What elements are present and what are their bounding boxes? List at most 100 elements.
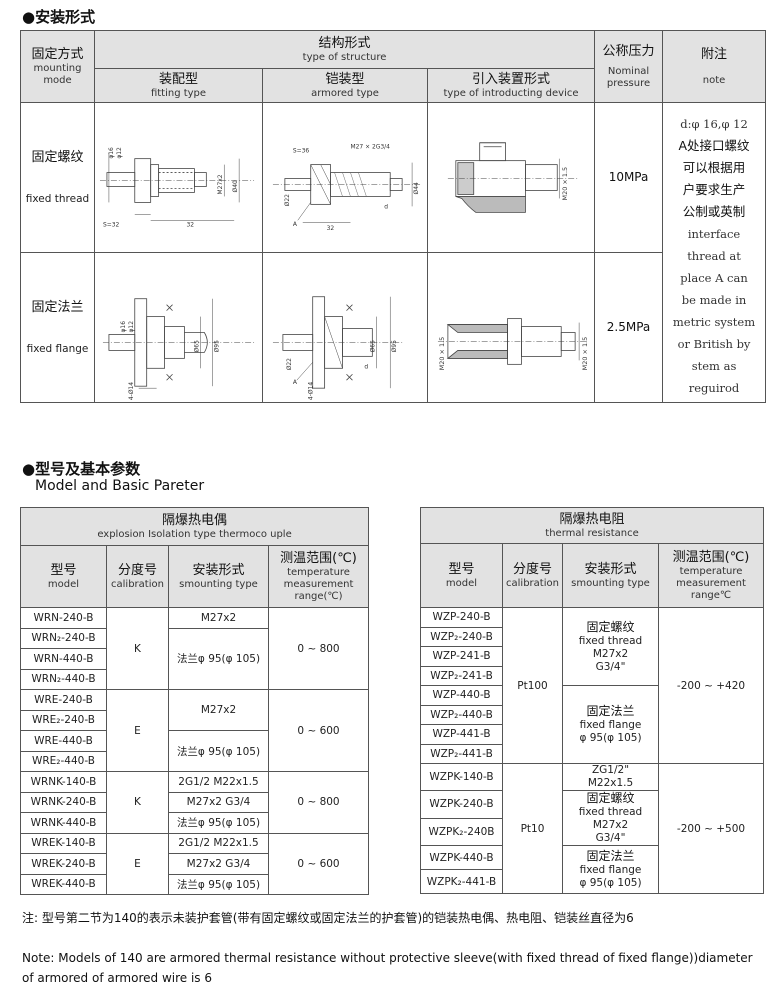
svg-text:M20 × 1.5: M20 × 1.5 [438,337,446,371]
table-row-model: WZPK-440-B [420,845,503,870]
rt-mount-zg: ZG1/2" M22x1.5 [562,763,659,791]
drawing-flange-intro: M20 × 1.5 M20 × 1.5 [426,252,596,404]
table-row-model: WZP₂-441-B [420,743,503,764]
table-row-model: WRNK-440-B [20,812,107,834]
rt-mount-flange2: 固定法兰 fixed flange φ 95(φ 105) [562,845,659,894]
svg-text:φ16: φ16 [120,321,127,333]
tc-range: 0 ~ 600 [267,689,370,772]
thread-intro-drawing: M20 × 1.5 [447,142,578,213]
rt-cal-pt100: Pt100 [502,607,563,764]
svg-text:Ø40: Ø40 [232,180,239,192]
tc-cal-k2: K [106,771,169,834]
rt-mount-thread2: 固定螺纹 fixed thread M27x2 G3/4" [562,790,659,846]
tc-mount: 法兰φ 95(φ 105) [168,873,269,895]
svg-text:M27x2: M27x2 [217,174,224,194]
tc-mount: M27x2 G3/4 [168,853,269,875]
table-row-model: WRE-440-B [20,730,107,752]
drawing-thread-intro: M20 × 1.5 [426,101,596,254]
table-row-model: WRE₂-440-B [20,750,107,772]
tc-range: 0 ~ 800 [267,607,370,690]
tc-col-range: 测温范围(℃)temperature measurement range(℃) [267,545,370,608]
svg-text:4-Ø14: 4-Ø14 [308,382,315,400]
tc-mount: 法兰φ 95(φ 105) [168,730,269,772]
svg-text:S=36: S=36 [293,148,310,155]
col-pressure: 公称压力 Nominal pressure [594,30,664,103]
section-install-title: ●安装形式 [22,8,96,26]
tc-mount: 2G1/2 M22x1.5 [168,832,269,854]
table-row-model: WZP-441-B [420,724,503,745]
table-row-model: WREK-440-B [20,873,107,895]
svg-text:φ12: φ12 [128,321,135,333]
note-cell: d:φ 16,φ 12 A处接口螺纹 可以根据用 户要求生产 公制或英制 int… [662,101,767,404]
rt-col-range: 测温范围(℃)temperature measurement range℃ [657,543,765,608]
tc-range: 0 ~ 800 [267,771,370,834]
pressure-thread: 10MPa [594,101,664,254]
rt-cal-pt10: Pt10 [502,763,563,894]
section-model-subtitle: Model and Basic Pareter [35,478,205,494]
flange-fitting-drawing: φ16 φ12 Ø65 Ø95 4-Ø14 [102,298,255,400]
row-fixed-thread-label: 固定螺纹 fixed thread [20,101,95,254]
table-row-model: WRN₂-240-B [20,627,107,649]
table-row-model: WREK-240-B [20,853,107,875]
svg-text:Ø65: Ø65 [193,340,200,352]
footnote-cn: 注: 型号第二节为140的表示未装护套管(带有固定螺纹或固定法兰的护套管)的铠装… [22,911,634,925]
col-structure: 结构形式 type of structure [93,30,596,69]
col-fitting-type: 装配型 fitting type [94,68,263,103]
rt-mount-flange: 固定法兰 fixed flange φ 95(φ 105) [562,685,659,764]
svg-text:4-Ø14: 4-Ø14 [128,382,135,400]
table-row-model: WZPK₂-240B [420,817,503,846]
tc-mount: 2G1/2 M22x1.5 [168,771,269,793]
flange-intro-drawing: M20 × 1.5 M20 × 1.5 [438,318,589,371]
install-table: 固定方式 mounting mode 结构形式 type of structur… [20,30,767,404]
svg-text:Ø95: Ø95 [213,340,220,352]
svg-text:32: 32 [327,225,335,232]
svg-text:A: A [293,221,298,228]
thermocouple-title: 隔爆热电偶 explosion Isolation type thermoco … [19,507,370,546]
svg-text:A: A [293,379,298,386]
table-row-model: WRNK-240-B [20,791,107,813]
tc-cal-k: K [106,607,169,690]
col-mounting-mode: 固定方式 mounting mode [20,30,95,103]
tc-mount: M27x2 [168,689,269,731]
footnote-en: Note: Models of 140 are armored thermal … [22,951,753,985]
svg-text:Ø95: Ø95 [391,340,398,352]
thread-armored-drawing: S=36 M27 × 2G3/4 Ø22 A 32 d Ø44 [272,144,420,232]
svg-text:Ø22: Ø22 [286,358,293,370]
tc-mount: M27x2 [168,607,269,629]
tc-mount: M27x2 G3/4 [168,791,269,813]
tc-range: 0 ~ 600 [267,832,370,895]
rt-range: -200 ~ +500 [657,763,765,894]
drawing-flange-armored: Ø22 A d Ø65 Ø95 4-Ø14 [262,252,428,404]
resistance-title: 隔爆热电阻 thermal resistance [419,507,765,544]
svg-text:32: 32 [186,221,194,228]
table-row-model: WZP₂-240-B [420,626,503,647]
thermocouple-table: 隔爆热电偶 explosion Isolation type thermoco … [19,507,370,895]
table-row-model: WRN₂-440-B [20,668,107,690]
tc-mount: 法兰φ 95(φ 105) [168,627,269,690]
table-row-model: WZP₂-241-B [420,665,503,686]
svg-text:Ø22: Ø22 [284,194,291,206]
svg-text:M27 × 2G3/4: M27 × 2G3/4 [350,144,390,151]
table-row-model: WRE-240-B [20,689,107,711]
table-row-model: WZP-440-B [420,685,503,706]
rt-mount-thread: 固定螺纹 fixed thread M27x2 G3/4" [562,607,659,686]
col-armored-type: 铠装型 armored type [262,68,428,103]
rt-range: -200 ~ +420 [657,607,765,764]
svg-text:S=32: S=32 [103,221,120,228]
table-row-model: WZPK₂-441-B [420,869,503,894]
col-intro-device: 引入装置形式 type of introducting device [426,68,596,103]
thread-fitting-drawing: φ16 φ12 S=32 32 M27x2 Ø40 [99,147,255,228]
col-note: 附注 note [662,30,767,103]
tc-cal-e2: E [106,832,169,895]
table-row-model: WZP-240-B [420,607,503,628]
tc-mount: 法兰φ 95(φ 105) [168,812,269,834]
svg-text:d: d [384,203,388,210]
svg-text:M20 × 1.5: M20 × 1.5 [581,337,589,371]
table-row-model: WZPK-240-B [420,790,503,819]
flange-armored-drawing: Ø22 A d Ø65 Ø95 4-Ø14 [272,296,403,400]
drawing-thread-armored: S=36 M27 × 2G3/4 Ø22 A 32 d Ø44 [262,101,428,254]
